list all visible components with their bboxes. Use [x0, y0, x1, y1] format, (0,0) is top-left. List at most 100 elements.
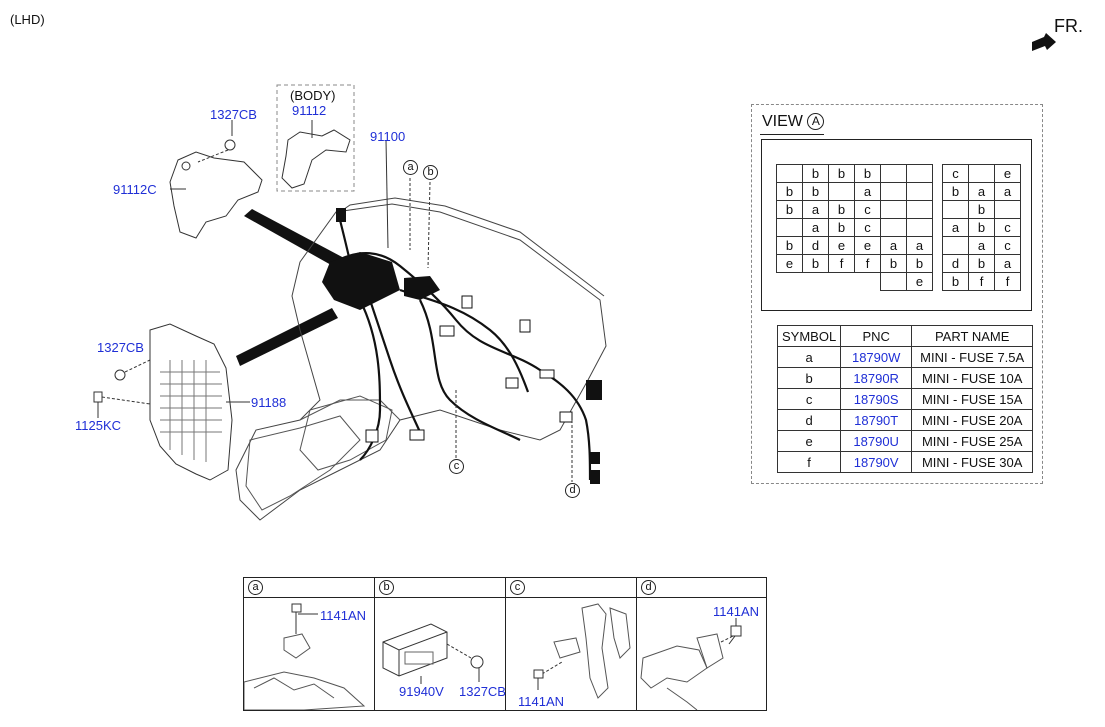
fuse-slot: f: [828, 254, 855, 273]
fuse-pnc[interactable]: 18790T: [840, 409, 913, 431]
fuse-symbol: d: [776, 409, 842, 431]
fuse-grid-row: b: [942, 200, 1021, 219]
view-title-underline: [760, 134, 824, 135]
leader-wedge-upper: [244, 209, 344, 270]
fuse-slot: b: [968, 200, 995, 219]
fuse-slot: a: [880, 236, 907, 255]
fuse-slot: e: [854, 236, 881, 255]
detail-d-part-1141an[interactable]: 1141AN: [713, 604, 760, 619]
detail-c-part-1141an[interactable]: 1141AN: [518, 694, 565, 709]
detail-cell-a: a 1141AN: [244, 578, 375, 710]
fuse-pnc[interactable]: 18790S: [840, 388, 913, 410]
part-label-1327cb-top[interactable]: 1327CB: [210, 107, 257, 122]
fuse-slot: c: [994, 218, 1021, 237]
fuse-pnc[interactable]: 18790W: [840, 346, 913, 368]
fuse-slot: b: [776, 236, 803, 255]
detail-c-drawing: [533, 603, 631, 699]
part-label-91112[interactable]: 91112: [292, 103, 327, 118]
fuse-part-name: MINI - FUSE 10A: [911, 367, 1034, 389]
fuse-pnc[interactable]: 18790V: [840, 451, 913, 473]
part-label-91112c[interactable]: 91112C: [113, 182, 157, 197]
fuse-slot: [968, 164, 995, 183]
callout-a-marker[interactable]: a: [403, 160, 418, 175]
part-label-91100[interactable]: 91100: [370, 129, 406, 144]
detail-b-part-1327cb[interactable]: 1327CB: [459, 684, 506, 699]
fuse-slot: b: [942, 182, 969, 201]
fuse-part-name: MINI - FUSE 30A: [911, 451, 1034, 473]
fuse-slot: [880, 182, 907, 201]
fuse-slot: a: [968, 236, 995, 255]
detail-cell-b: b 91940V 1327CB: [375, 578, 506, 710]
fuse-slot: b: [776, 182, 803, 201]
view-marker: A: [807, 113, 825, 130]
part-label-1327cb-mid[interactable]: 1327CB: [97, 340, 144, 355]
fuse-slot: f: [994, 272, 1021, 291]
part-label-1125kc[interactable]: 1125KC: [75, 418, 122, 433]
fuse-slot: c: [854, 218, 881, 237]
fuse-slot: [777, 273, 803, 291]
callout-b-marker[interactable]: b: [423, 165, 438, 180]
detail-a-part-1141an[interactable]: 1141AN: [320, 608, 367, 623]
fuse-slot: b: [968, 254, 995, 273]
front-label: FR.: [1054, 16, 1083, 36]
fuse-slot: [880, 218, 907, 237]
dashboard-outline: [235, 203, 607, 521]
callout-c-marker[interactable]: c: [449, 459, 464, 474]
fuse-slot: [776, 218, 803, 237]
fuse-slot: d: [802, 236, 829, 255]
fuse-slot: [906, 182, 933, 201]
fuse-slot: a: [802, 200, 829, 219]
fuse-slot: b: [802, 164, 829, 183]
fuse-pnc[interactable]: 18790R: [840, 367, 913, 389]
fuse-slot: [880, 272, 907, 291]
col-part-name: PART NAME: [911, 325, 1034, 347]
fuse-slot: e: [906, 272, 933, 291]
detail-strip: a 1141AN b 91940V 1327CB c: [243, 577, 767, 711]
detail-b-marker: b: [379, 580, 394, 595]
lhd-label: (LHD): [10, 12, 45, 27]
fuse-slot: b: [802, 182, 829, 201]
fuse-part-name: MINI - FUSE 20A: [911, 409, 1034, 431]
main-harness: [337, 219, 592, 481]
fuse-slot: d: [942, 254, 969, 273]
callout-d-marker[interactable]: d: [565, 483, 580, 498]
fuse-slot: [880, 200, 907, 219]
leader-wedge-lower: [236, 308, 338, 366]
fuse-slot: b: [828, 218, 855, 237]
detail-b-part-91940v[interactable]: 91940V: [399, 684, 444, 699]
fuse-slot: [829, 273, 855, 291]
view-title: VIEW A: [762, 113, 825, 131]
fuse-symbol: f: [776, 451, 842, 473]
detail-d-marker: d: [641, 580, 656, 595]
fuse-slot: c: [994, 236, 1021, 255]
fuse-symbol: a: [776, 346, 842, 368]
fuse-slot: a: [942, 218, 969, 237]
harness-core: [322, 252, 400, 310]
part-label-91188[interactable]: 91188: [251, 395, 287, 410]
bracket-91112c-part: [169, 151, 263, 239]
detail-cell-c: c 1141AN: [506, 578, 637, 710]
detail-d-drawing: [640, 618, 742, 710]
fuse-pnc[interactable]: 18790U: [840, 430, 913, 452]
fuse-grid-row: e: [777, 272, 933, 291]
fuse-slot: b: [802, 254, 829, 273]
